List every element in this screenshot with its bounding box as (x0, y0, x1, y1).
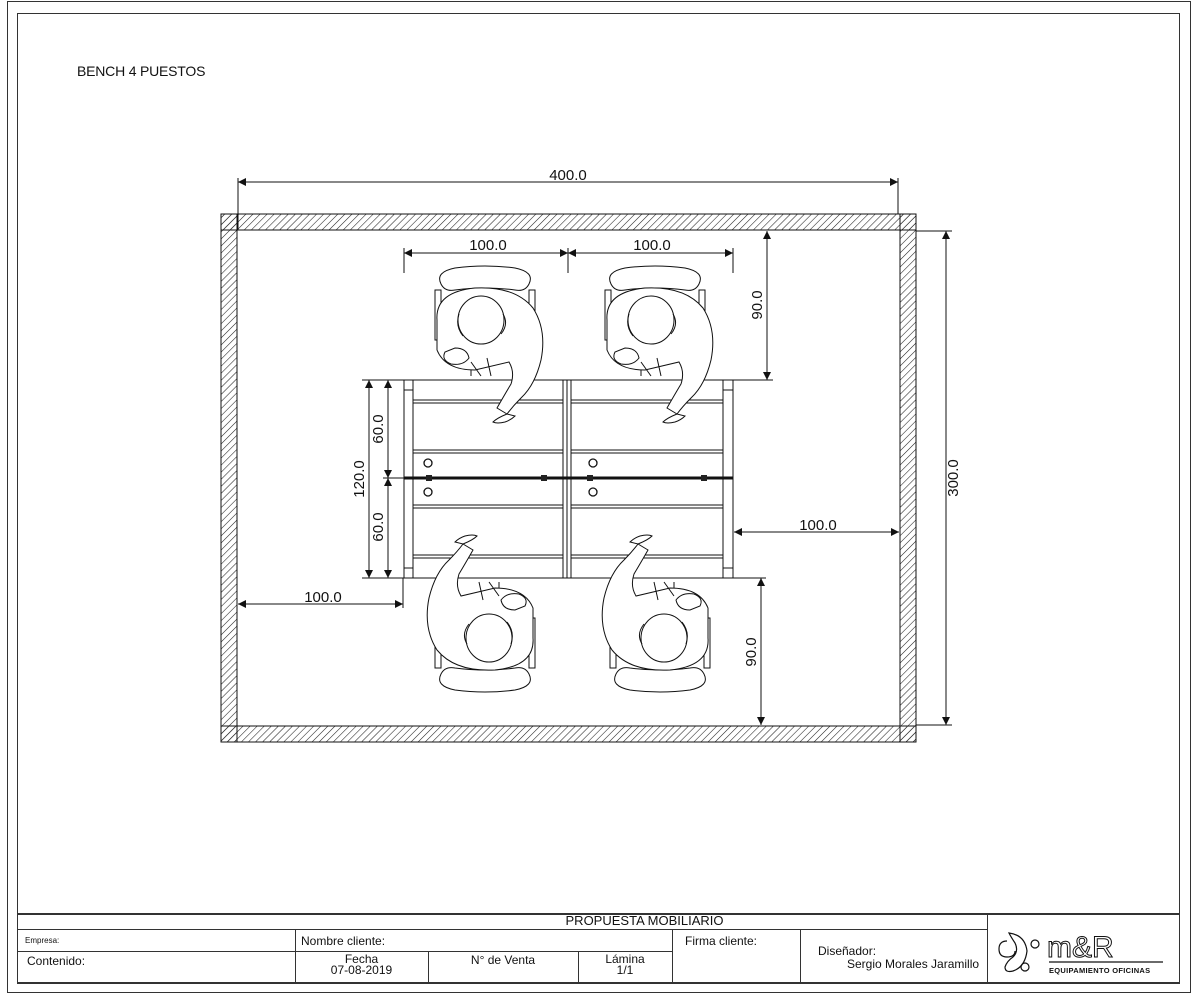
fecha-value: 07-08-2019 (330, 963, 393, 977)
nombre-cliente-label: Nombre cliente: (301, 934, 386, 948)
dimension-desk-depth: 120.0 60.0 60.0 (351, 379, 404, 579)
bench-desk (403, 379, 734, 579)
svg-text:EQUIPAMIENTO OFICINAS: EQUIPAMIENTO OFICINAS (1049, 966, 1150, 975)
dimension-room-depth: 300.0 (916, 230, 962, 726)
svg-text:60.0: 60.0 (370, 512, 387, 541)
room-walls (220, 213, 917, 743)
svg-text:60.0: 60.0 (370, 414, 387, 443)
dimension-seat-widths: 100.0 100.0 (403, 237, 734, 273)
svg-text:100.0: 100.0 (633, 237, 671, 254)
svg-text:300.0: 300.0 (945, 459, 962, 497)
fecha-label: Fecha (344, 952, 379, 966)
lamina-label: Lámina (605, 952, 645, 966)
svg-text:90.0: 90.0 (749, 290, 766, 319)
empresa-label: Empresa: (25, 936, 60, 945)
title-block-header: PROPUESTA MOBILIARIO (565, 913, 724, 928)
n-venta-label: N° de Venta (470, 953, 536, 967)
svg-text:90.0: 90.0 (743, 637, 760, 666)
company-logo: m&R EQUIPAMIENTO OFICINAS (995, 927, 1175, 979)
svg-text:100.0: 100.0 (799, 517, 837, 534)
drawing-title: BENCH 4 PUESTOS (77, 63, 206, 79)
dimension-room-width: 400.0 (237, 167, 899, 230)
disenador-label: Diseñador: (818, 944, 877, 958)
dimension-chair-zones: 90.0 90.0 (733, 231, 773, 725)
svg-text:400.0: 400.0 (549, 167, 587, 184)
logo-icon: m&R EQUIPAMIENTO OFICINAS (998, 931, 1163, 975)
title-block: PROPUESTA MOBILIARIO Empresa: Contenido:… (17, 913, 1180, 984)
svg-text:m&R: m&R (1047, 931, 1114, 964)
lamina-value: 1/1 (616, 963, 634, 977)
contenido-label: Contenido: (27, 954, 86, 968)
svg-text:100.0: 100.0 (469, 237, 507, 254)
firma-cliente-label: Firma cliente: (685, 934, 758, 948)
svg-text:120.0: 120.0 (351, 460, 368, 498)
svg-text:100.0: 100.0 (304, 589, 342, 606)
sheet-outer-border (7, 1, 1191, 993)
disenador-value: Sergio Morales Jaramillo (847, 957, 980, 971)
dimension-clearances: 100.0 100.0 (238, 517, 899, 608)
